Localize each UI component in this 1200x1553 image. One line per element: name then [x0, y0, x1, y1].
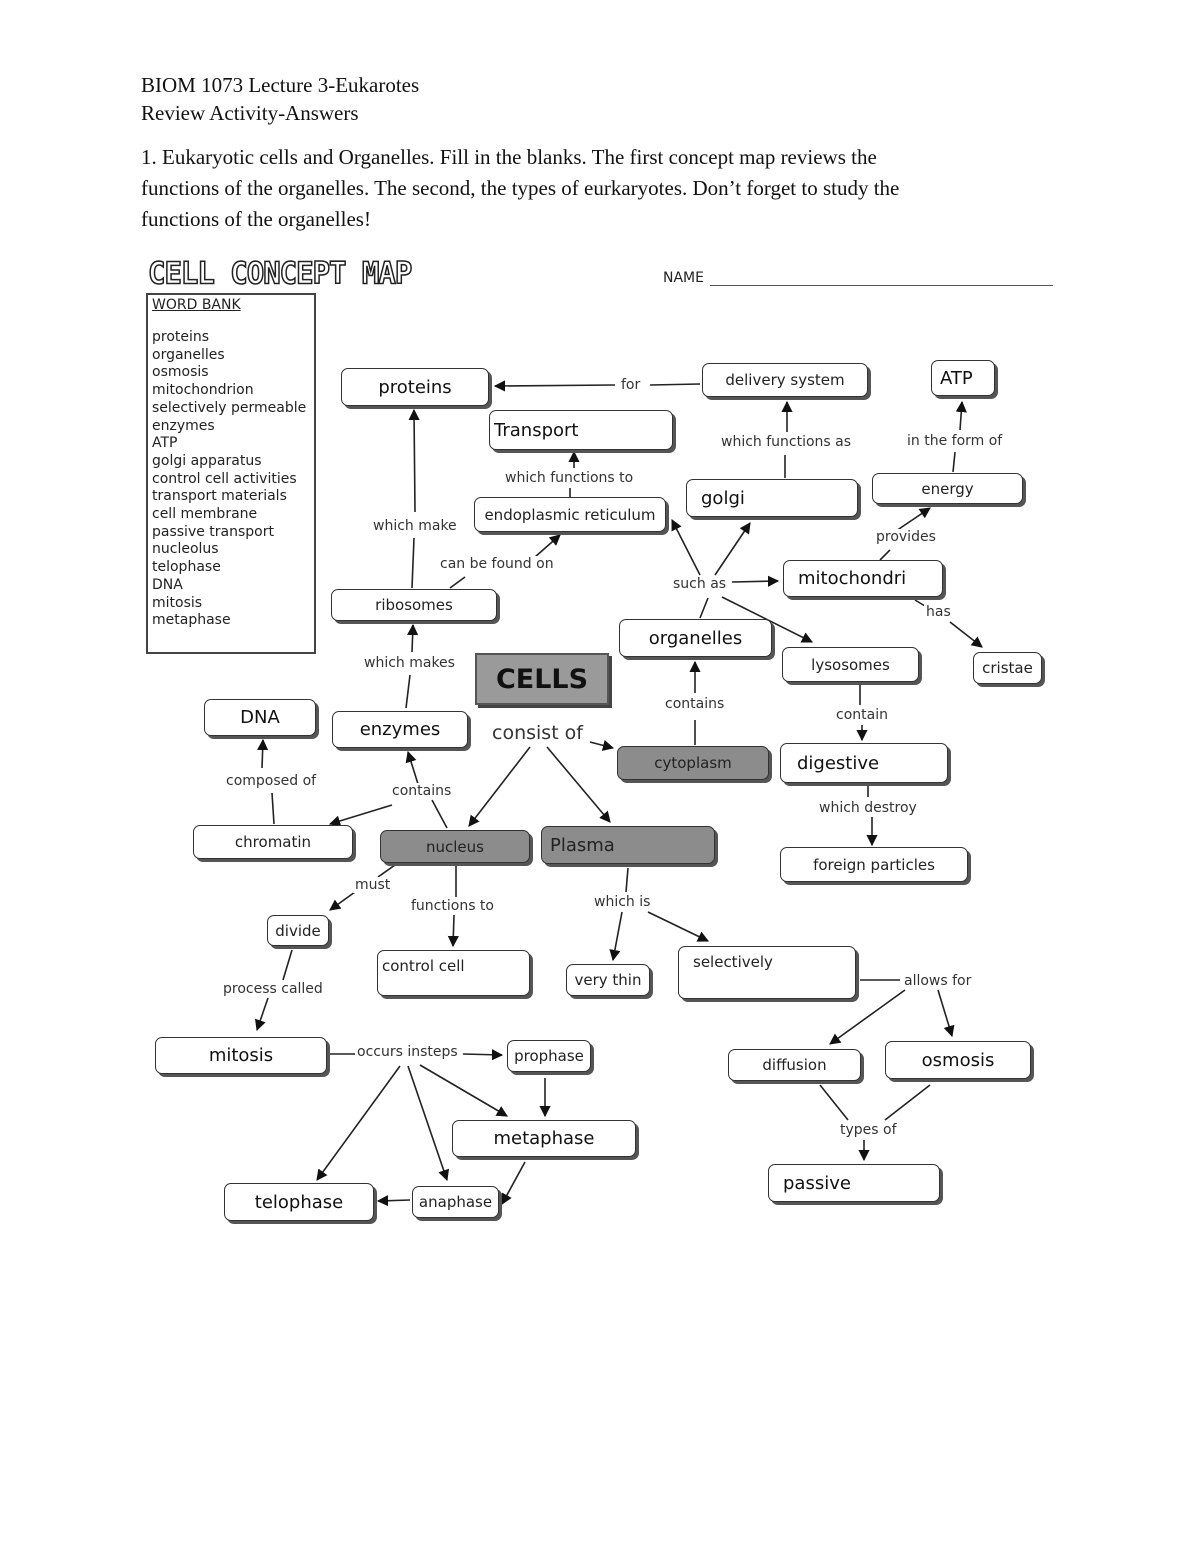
cells-center-box: CELLS: [475, 653, 609, 705]
instruction-line-3: functions of the organelles!: [141, 207, 371, 231]
node-digestive[interactable]: digestive: [780, 743, 948, 783]
node-prophase[interactable]: prophase: [507, 1040, 591, 1072]
word-bank-item: selectively permeable: [152, 399, 307, 416]
node-golgi[interactable]: golgi: [686, 479, 858, 517]
word-bank-item: cell membrane: [152, 506, 258, 523]
node-ribosomes[interactable]: ribosomes: [331, 589, 497, 621]
node-energy[interactable]: energy: [872, 473, 1023, 504]
doc-subtitle: Review Activity-Answers: [141, 101, 359, 125]
link-contains-enzymes: contains: [390, 783, 454, 799]
link-types-of: types of: [838, 1122, 899, 1138]
name-field-line[interactable]: [710, 285, 1053, 286]
node-dna[interactable]: DNA: [204, 699, 316, 736]
link-which-functions-as: which functions as: [719, 434, 854, 450]
node-atp[interactable]: ATP: [931, 360, 995, 396]
node-very-thin[interactable]: very thin: [566, 964, 650, 996]
word-bank-item: nucleolus: [152, 541, 219, 558]
link-contain: contain: [834, 707, 890, 723]
link-composed-of: composed of: [224, 773, 319, 789]
word-bank-item: mitosis: [152, 594, 203, 611]
node-transport[interactable]: Transport: [489, 410, 673, 450]
link-process-called: process called: [221, 981, 325, 997]
node-organelles[interactable]: organelles: [619, 619, 772, 657]
node-mitosis[interactable]: mitosis: [155, 1037, 327, 1074]
node-mitochondri[interactable]: mitochondri: [783, 560, 943, 597]
node-foreign-particles[interactable]: foreign particles: [780, 847, 968, 882]
node-endoplasmic-reticulum[interactable]: endoplasmic reticulum: [474, 497, 666, 532]
link-which-make: which make: [371, 518, 459, 534]
doc-title: BIOM 1073 Lecture 3-Eukarotes: [141, 73, 420, 97]
link-in-the-form-of: in the form of: [905, 433, 1005, 449]
link-has: has: [924, 604, 953, 620]
node-cytoplasm[interactable]: cytoplasm: [617, 746, 769, 780]
word-bank-item: mitochondrion: [152, 382, 254, 399]
word-bank-item: osmosis: [152, 364, 209, 381]
consist-of-label: consist of: [492, 722, 583, 744]
node-proteins[interactable]: proteins: [341, 368, 489, 406]
node-enzymes[interactable]: enzymes: [332, 711, 468, 748]
link-which-functions-to: which functions to: [503, 470, 636, 486]
word-bank-item: DNA: [152, 576, 183, 593]
link-must: must: [353, 877, 393, 893]
word-bank-item: metaphase: [152, 612, 231, 629]
word-bank-item: control cell activities: [152, 470, 297, 487]
node-delivery-system[interactable]: delivery system: [702, 363, 868, 397]
link-for: for: [619, 377, 643, 393]
link-occurs-insteps: occurs insteps: [355, 1044, 460, 1060]
node-divide[interactable]: divide: [267, 915, 329, 946]
word-bank-title: WORD BANK: [152, 297, 241, 313]
node-passive[interactable]: passive: [768, 1164, 940, 1202]
word-bank-item: organelles: [152, 346, 225, 363]
node-cristae[interactable]: cristae: [973, 652, 1042, 684]
node-selectively[interactable]: selectively: [678, 946, 856, 999]
link-allows-for: allows for: [902, 973, 974, 989]
link-such-as: such as: [671, 576, 729, 592]
word-bank-item: telophase: [152, 559, 221, 576]
word-bank: WORD BANK proteins organelles osmosis mi…: [146, 293, 316, 654]
node-telophase[interactable]: telophase: [224, 1183, 374, 1221]
word-bank-item: proteins: [152, 329, 210, 345]
instruction-line-1: 1. Eukaryotic cells and Organelles. Fill…: [141, 145, 877, 169]
node-nucleus[interactable]: nucleus: [380, 830, 530, 863]
node-plasma[interactable]: Plasma: [541, 826, 715, 864]
link-can-be-found-on: can be found on: [438, 556, 556, 572]
node-lysosomes[interactable]: lysosomes: [782, 647, 919, 682]
node-control-cell[interactable]: control cell: [377, 950, 530, 996]
link-provides: provides: [874, 529, 938, 545]
map-title: CELL CONCEPT MAP: [147, 254, 413, 291]
link-functions-to: functions to: [409, 898, 496, 914]
node-diffusion[interactable]: diffusion: [728, 1049, 861, 1081]
link-which-makes: which makes: [362, 655, 457, 671]
node-chromatin[interactable]: chromatin: [193, 825, 353, 859]
instruction-line-2: functions of the organelles. The second,…: [141, 176, 900, 200]
word-bank-item: transport materials: [152, 488, 287, 505]
node-anaphase[interactable]: anaphase: [412, 1186, 499, 1218]
word-bank-item: enzymes: [152, 417, 215, 434]
word-bank-item: ATP: [152, 435, 178, 452]
node-metaphase[interactable]: metaphase: [452, 1120, 636, 1157]
word-bank-item: golgi apparatus: [152, 452, 262, 469]
link-contains-organelles: contains: [663, 696, 727, 712]
node-osmosis[interactable]: osmosis: [885, 1041, 1031, 1079]
name-label: NAME: [663, 270, 704, 286]
link-which-is: which is: [592, 894, 653, 910]
word-bank-item: passive transport: [152, 523, 274, 540]
link-which-destroy: which destroy: [817, 800, 919, 816]
